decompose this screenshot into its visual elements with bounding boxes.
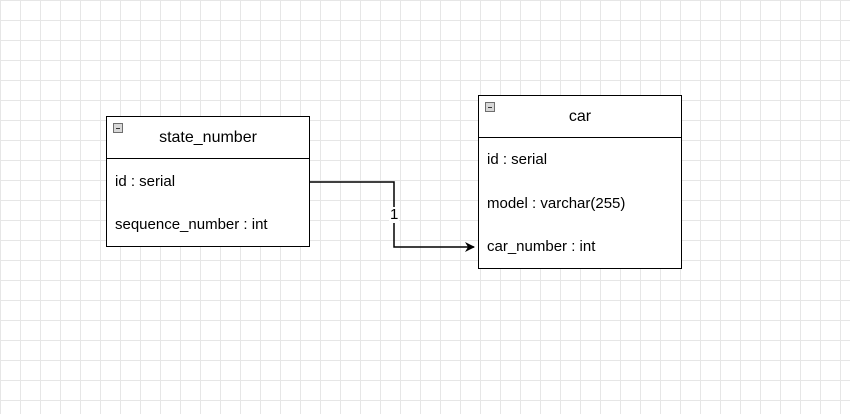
entity-attribute[interactable]: model : varchar(255) [487,195,626,212]
entity-car[interactable]: car id : serial model : varchar(255) car… [478,95,682,269]
entity-header[interactable]: car [479,96,681,138]
entity-attribute[interactable]: id : serial [487,151,548,168]
relation-label: 1 [389,206,400,223]
entity-header[interactable]: state_number [107,117,309,159]
entity-attribute[interactable]: car_number : int [487,238,596,255]
entity-title: state_number [159,128,257,146]
collapse-icon[interactable] [113,123,123,133]
entity-title: car [568,107,592,125]
entity-attribute[interactable]: id : serial [115,173,176,190]
entity-state-number[interactable]: state_number id : serial sequence_number… [106,116,310,247]
collapse-icon[interactable] [485,102,495,112]
entity-attribute[interactable]: sequence_number : int [115,216,268,233]
